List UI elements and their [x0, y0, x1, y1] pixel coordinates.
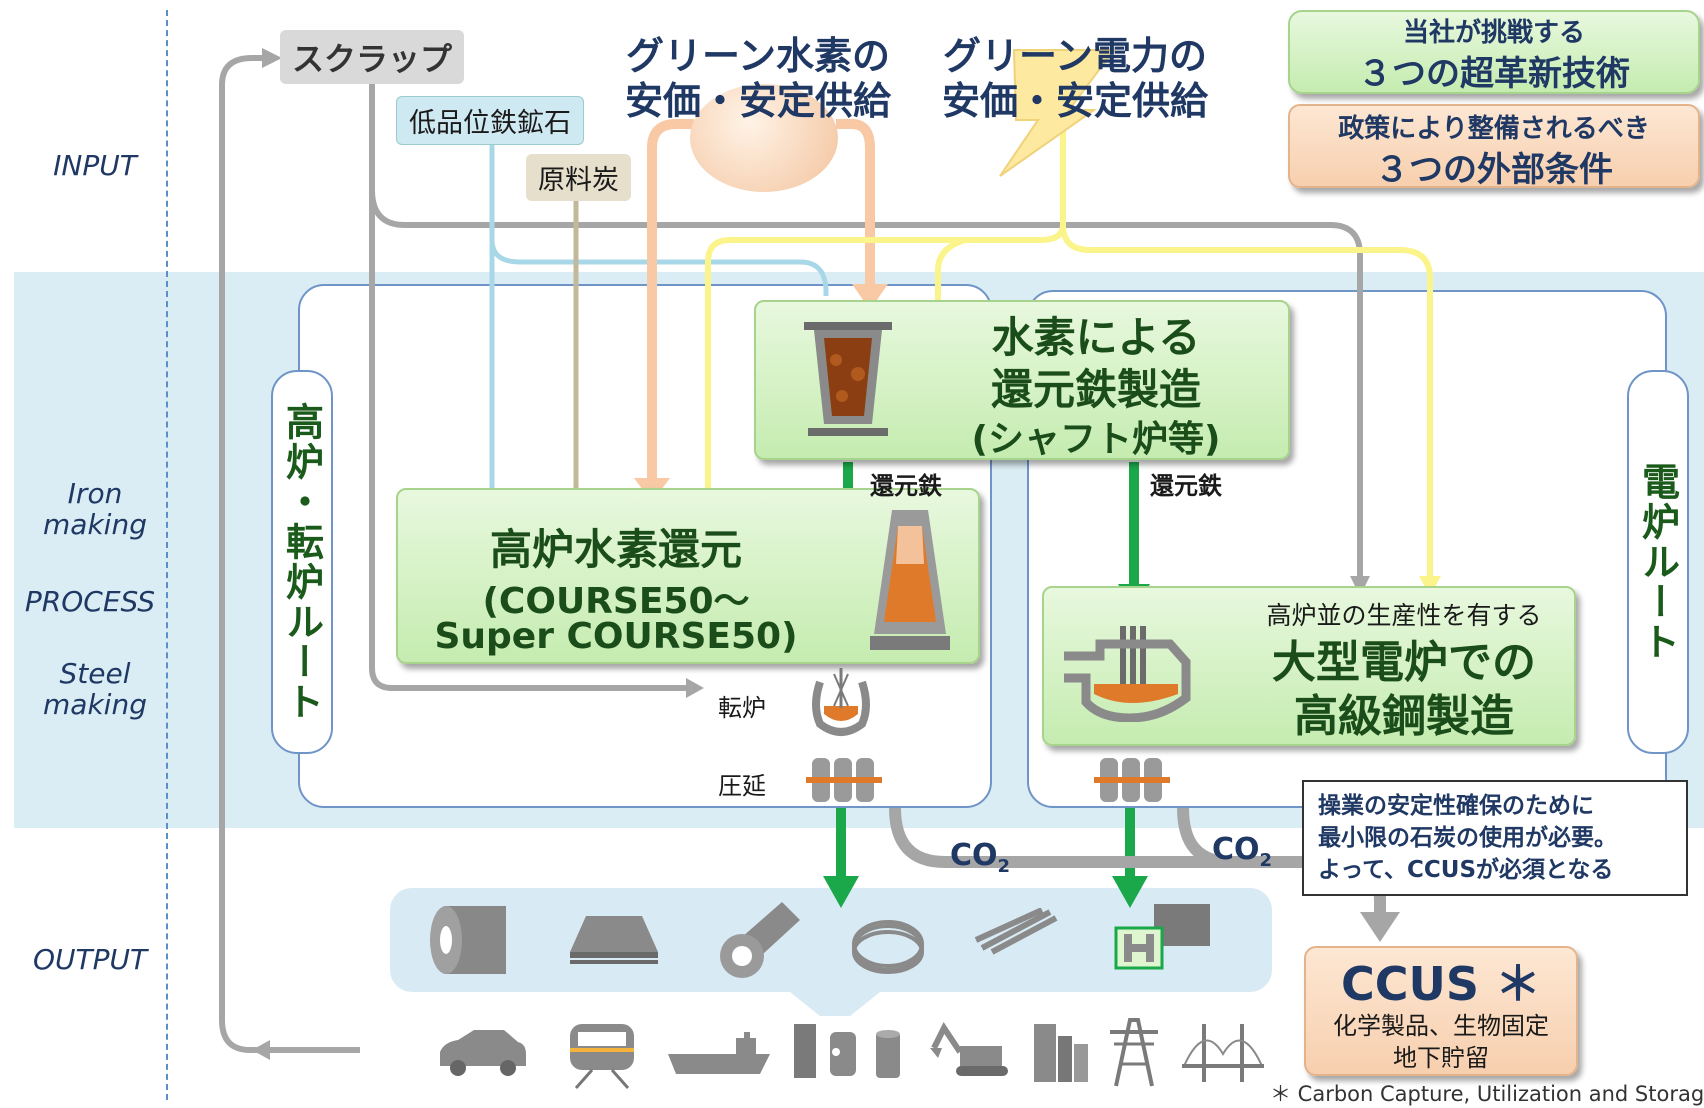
- car-icon: [440, 1030, 526, 1076]
- coil-icon: [430, 906, 506, 974]
- hydrogen-sphere-icon: [690, 84, 838, 192]
- legend-external-conditions: 政策により整備されるべき ３つの外部条件: [1288, 104, 1700, 190]
- pipe-icon: [720, 902, 800, 978]
- left-divider: [166, 10, 168, 1100]
- eaf-box: 高炉並の生産性を有する 大型電炉での 高級鋼製造: [1042, 586, 1576, 746]
- ccus-note-box: 操業の安定性確保のために最小限の石炭の使用が必要。よって、CCUSが必須となる: [1302, 780, 1688, 896]
- train-icon: [570, 1024, 634, 1089]
- excavator-icon: [930, 1022, 1008, 1076]
- blast-furnace-icon: [870, 510, 950, 650]
- h-beam-icon: [1114, 904, 1210, 970]
- eaf-route-label: 電炉ルート: [1627, 370, 1689, 754]
- input-label: INPUT: [53, 149, 137, 182]
- low-grade-ore-tag: 低品位鉄鉱石: [396, 96, 584, 145]
- rolling-label: 圧延: [718, 772, 766, 800]
- converter-label: 転炉: [718, 694, 766, 722]
- green-hydrogen-heading: グリーン水素の安価・安定供給: [624, 34, 891, 123]
- co2-label-b: CO2: [1212, 832, 1273, 871]
- wire-rod-icon: [852, 920, 924, 974]
- converter-icon: [812, 668, 870, 736]
- ccus-box: CCUS ＊ 化学製品、生物固定 地下貯留: [1304, 946, 1578, 1076]
- shaft-furnace-icon: [804, 322, 892, 436]
- reduced-iron-label-1: 還元鉄: [870, 472, 942, 500]
- rolling-mill-icon-eaf: [1094, 758, 1170, 802]
- rolling-mill-icon: [806, 758, 882, 802]
- buildings-icon: [1034, 1024, 1088, 1082]
- electric-furnace-icon: [1064, 626, 1191, 722]
- bf-hydrogen-box: 高炉水素還元 (COURSE50～ Super COURSE50): [396, 488, 980, 664]
- scrap-tag: スクラップ: [280, 30, 465, 84]
- legend-technologies: 当社が挑戦する ３つの超革新技術: [1288, 10, 1700, 94]
- steel-plate-icon: [570, 916, 658, 964]
- process-label: PROCESS: [24, 585, 156, 618]
- power-tower-icon: [1110, 1018, 1158, 1087]
- bars-icon: [974, 908, 1058, 955]
- green-power-heading: グリーン電力の安価・安定供給: [941, 34, 1208, 123]
- output-label: OUTPUT: [32, 943, 148, 976]
- cans-icon: [794, 1024, 900, 1078]
- hydrogen-dri-box: 水素による 還元鉄製造 (シャフト炉等): [754, 300, 1290, 460]
- lightning-icon: [999, 49, 1116, 177]
- co2-label-a: CO2: [950, 838, 1011, 877]
- reduced-iron-label-2: 還元鉄: [1150, 472, 1222, 500]
- bf-route-label: 高炉・転炉ルート: [271, 370, 333, 754]
- ship-icon: [668, 1032, 770, 1074]
- coking-coal-tag: 原料炭: [526, 154, 631, 201]
- bridge-icon: [1182, 1024, 1264, 1082]
- footnote: ＊ Carbon Capture, Utilization and Storag…: [1270, 1082, 1704, 1106]
